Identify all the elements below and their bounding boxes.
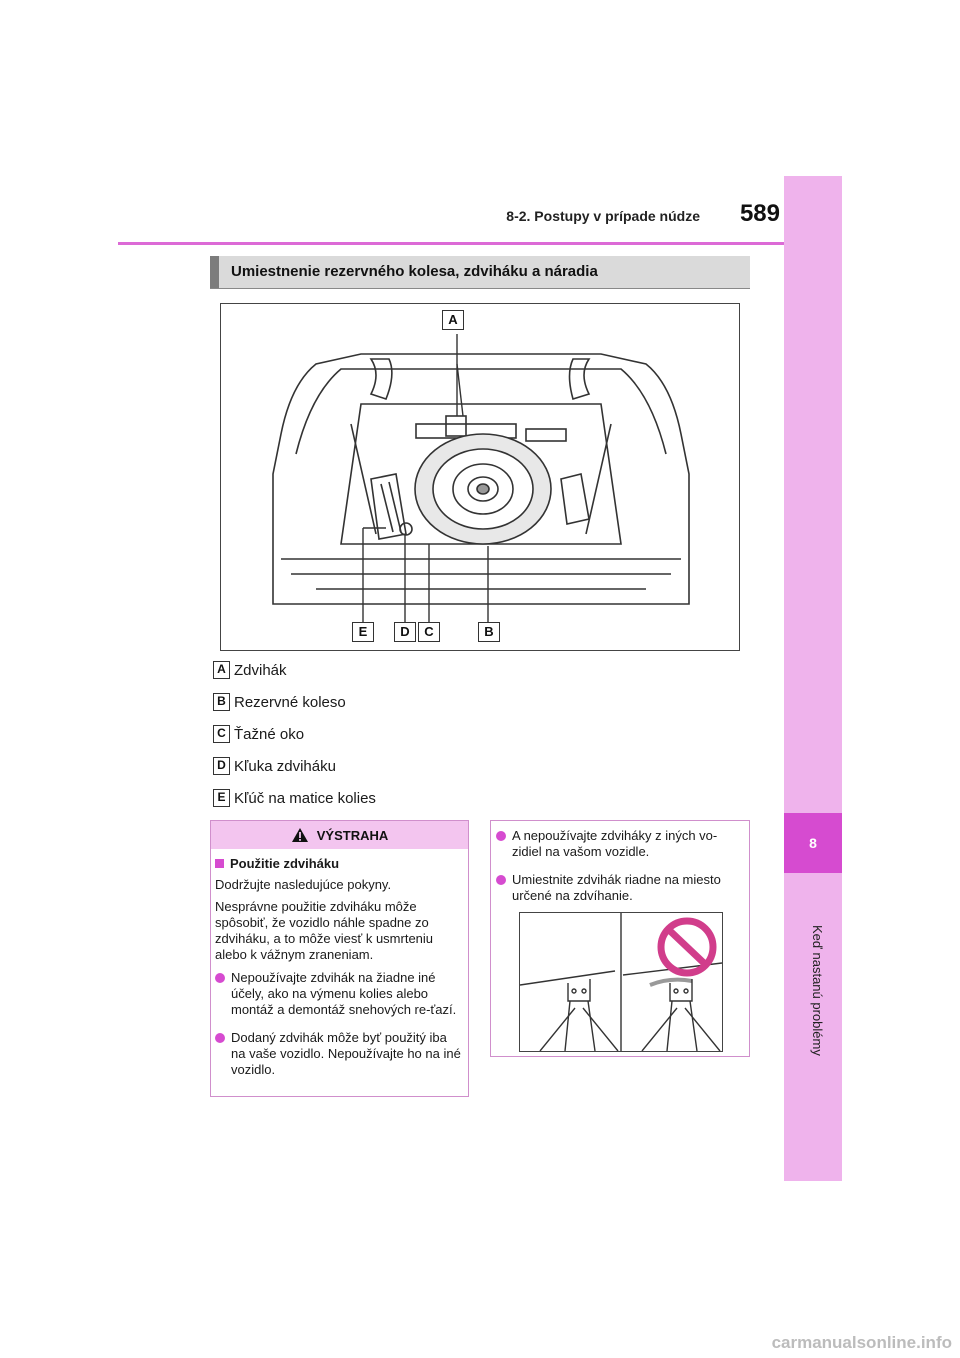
jack-placement-illustration <box>519 912 723 1052</box>
prohibited-icon <box>657 917 717 977</box>
warning-bullet-text: Umiestnite zdvihák riadne na miesto urče… <box>512 872 721 903</box>
warning-bullet-text: Dodaný zdvihák môže byť použitý iba na v… <box>231 1030 461 1077</box>
chapter-number: 8 <box>809 835 817 851</box>
warning-triangle-icon <box>291 828 308 842</box>
legend-text: Ťažné oko <box>234 725 305 743</box>
legend-key: C <box>213 725 230 743</box>
bullet-dot-icon <box>496 831 506 841</box>
watermark: carmanualsonline.info <box>771 1333 952 1352</box>
bullet-dot-icon <box>215 1033 225 1043</box>
callout-a: A <box>442 310 464 330</box>
warning-subheading-text: Použitie zdviháku <box>230 856 340 871</box>
legend-text: Kľúč na matice kolies <box>234 789 376 807</box>
legend-key: E <box>213 789 230 807</box>
trunk-illustration: A E D C B <box>220 303 740 651</box>
page-number: 589 <box>739 200 780 227</box>
warning-label: VÝSTRAHA <box>316 827 389 843</box>
legend-item: C Ťažné oko <box>213 724 304 744</box>
legend-item: A Zdvihák <box>213 660 287 680</box>
warning-continued-box: A nepoužívajte zdviháky z iných vo-zidie… <box>490 820 750 1057</box>
legend-key: D <box>213 757 230 775</box>
chapter-number-box: 8 <box>784 813 842 873</box>
warning-bullet: A nepoužívajte zdviháky z iných vo-zidie… <box>496 828 744 860</box>
chapter-side-tab <box>784 176 842 1181</box>
bullet-dot-icon <box>215 973 225 983</box>
jack-placement-drawing <box>519 913 723 1052</box>
warning-box: VÝSTRAHA Použitie zdviháku Dodržujte nas… <box>210 820 469 1097</box>
warning-bullet-text: A nepoužívajte zdviháky z iných vo-zidie… <box>512 828 718 859</box>
warning-paragraph: Dodržujte nasledujúce pokyny. <box>215 877 392 892</box>
warning-bullet: Dodaný zdvihák môže byť použitý iba na v… <box>215 1030 464 1078</box>
warning-subheading: Použitie zdviháku <box>215 856 464 871</box>
callout-d: D <box>394 622 416 642</box>
legend-text: Rezervné koleso <box>234 693 346 711</box>
legend-key: B <box>213 693 230 711</box>
warning-continued-body: A nepoužívajte zdviháky z iných vo-zidie… <box>491 821 749 904</box>
legend-text: Kľuka zdviháku <box>234 757 336 775</box>
square-bullet-icon <box>215 859 224 868</box>
header-section-title: 8-2. Postupy v prípade núdze <box>506 208 700 224</box>
callout-b: B <box>478 622 500 642</box>
bullet-dot-icon <box>496 875 506 885</box>
callout-c: C <box>418 622 440 642</box>
warning-bullet-text: Nepoužívajte zdvihák na žiadne iné účely… <box>231 970 457 1017</box>
header-rule <box>118 242 784 245</box>
legend-item: D Kľuka zdviháku <box>213 756 336 776</box>
warning-body: Použitie zdviháku Dodržujte nasledujúce … <box>211 849 468 1078</box>
legend-key: A <box>213 661 230 679</box>
legend-item: E Kľúč na matice kolies <box>213 788 376 808</box>
section-title: Umiestnenie rezervného kolesa, zdviháku … <box>231 263 598 280</box>
callout-e: E <box>352 622 374 642</box>
warning-paragraph: Nesprávne použitie zdviháku môže spôsobi… <box>215 899 434 962</box>
warning-bullet: Umiestnite zdvihák riadne na miesto urče… <box>496 872 744 904</box>
section-underline <box>210 288 750 289</box>
warning-header: VÝSTRAHA <box>211 821 468 849</box>
section-heading-bar: Umiestnenie rezervného kolesa, zdviháku … <box>210 256 750 288</box>
chapter-title: Keď nastanú problémy <box>810 925 825 1056</box>
warning-bullet: Nepoužívajte zdvihák na žiadne iné účely… <box>215 970 464 1018</box>
trunk-drawing <box>272 334 690 622</box>
legend-text: Zdvihák <box>234 661 287 679</box>
legend-item: B Rezervné koleso <box>213 692 346 712</box>
